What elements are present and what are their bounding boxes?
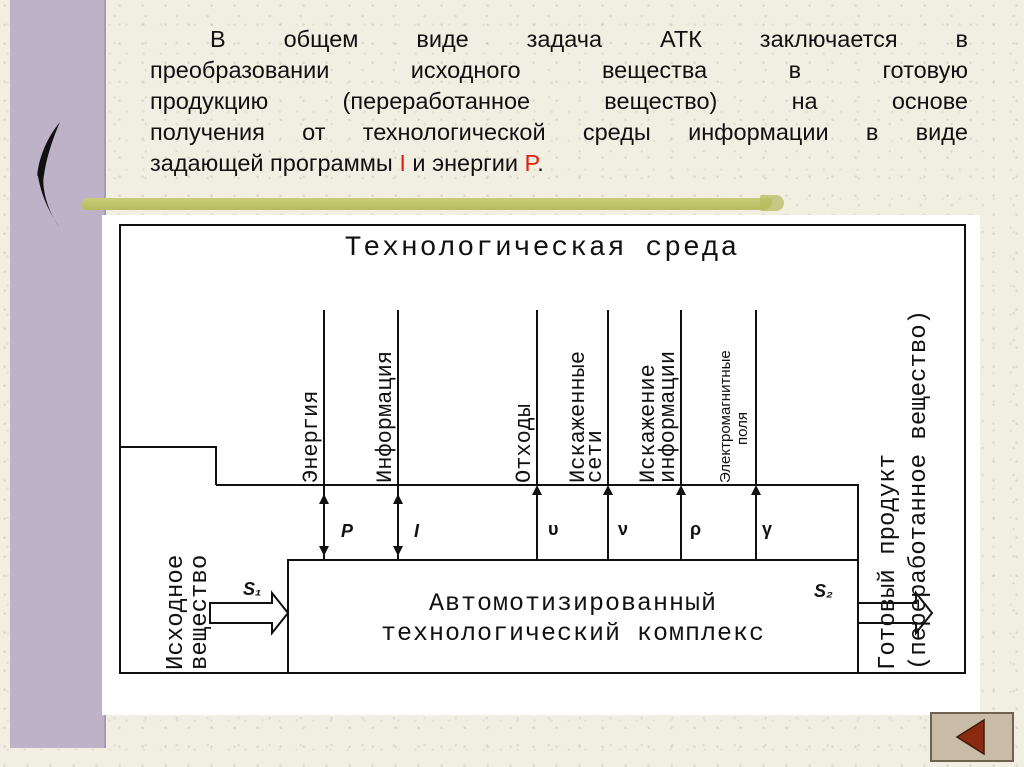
energy-symbol-p: P [525,150,538,176]
flow-label-nets-line2: сети [583,430,608,483]
output-label-line2: (переработанное вещество) [906,310,933,670]
flow-symbol-i: I [414,521,420,541]
input-label-line1: Исходное [163,555,190,670]
complex-label-line2: технологический комплекс [381,619,765,648]
intro-paragraph: В общем виде задача АТК заключается в пр… [150,24,968,179]
output-stream-s2: S₂ [814,581,833,601]
input-stream-s1: S₁ [243,579,261,599]
flow-label-energy: Энергия [299,391,324,483]
atk-diagram: Технологическая среда Автомотизированный… [102,215,980,715]
flow-label-waste: Отходы [512,404,537,483]
paragraph-line-5-mid: и энергии [406,150,525,176]
paragraph-line-5-suffix: . [537,150,544,176]
brush-stroke-divider [82,198,772,210]
flow-label-distinfo-line2: информации [656,351,681,483]
paragraph-line-3: продукцию (переработанное вещество) на о… [150,86,968,117]
paragraph-line-5-prefix: задающей программы [150,150,399,176]
flow-symbol-em: γ [762,519,772,539]
back-arrow-icon [932,714,1012,760]
side-decoration-bar [10,0,106,748]
complex-label-line1: Автомотизированный [429,589,717,618]
paragraph-line-2: преобразовании исходного вещества в гото… [150,55,968,86]
flow-symbol-p: P [341,521,354,541]
brush-stroke-end [760,195,784,211]
back-nav-button[interactable] [930,712,1014,762]
environment-title: Технологическая среда [345,233,740,264]
flow-symbol-distinfo: ρ [690,519,701,539]
input-label-line2: вещество [187,555,214,670]
atk-diagram-panel: Технологическая среда Автомотизированный… [102,215,980,715]
flow-symbol-waste: υ [548,519,558,539]
left-bracket-icon [30,120,70,230]
paragraph-line-5: задающей программы I и энергии P. [150,148,968,179]
flow-label-em-line1: Электромагнитные [717,350,734,483]
paragraph-line-4: получения от технологической среды инфор… [150,117,968,148]
flow-label-information: Информация [373,351,398,483]
output-label-line1: Готовый продукт [875,454,902,670]
flow-label-em-line2: поля [734,412,751,445]
paragraph-line-1: В общем виде задача АТК заключается в [150,24,968,55]
input-arrow [210,593,288,633]
flow-symbol-nets: ν [618,519,628,539]
